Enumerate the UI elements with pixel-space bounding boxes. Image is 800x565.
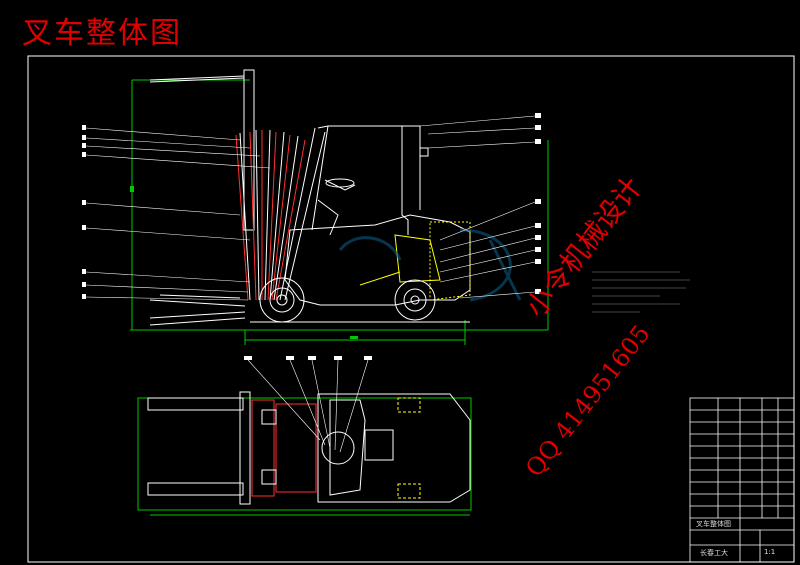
drawing-title: 叉车整体图	[22, 16, 182, 51]
drawing-frame	[27, 55, 795, 563]
title-block	[689, 397, 795, 563]
technical-notes	[592, 271, 690, 313]
top-view	[137, 356, 472, 516]
title-block-school: 长春工大	[700, 549, 728, 557]
title-block-drawing-name: 叉车整体图	[696, 520, 731, 528]
side-view	[82, 69, 549, 345]
title-block-scale: 1:1	[764, 548, 776, 556]
